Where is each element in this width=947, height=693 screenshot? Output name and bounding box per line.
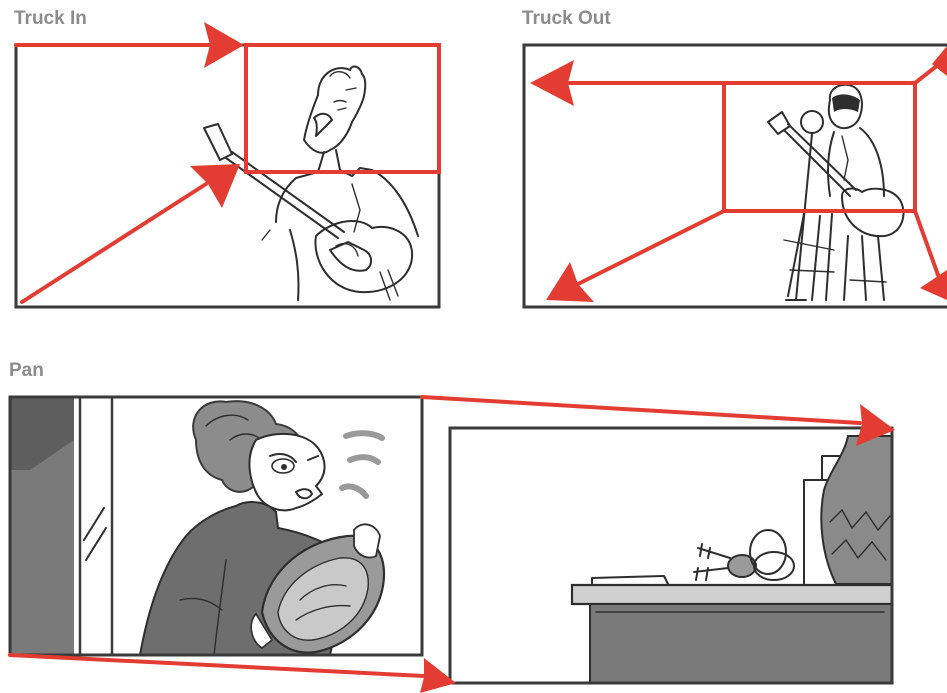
truck-in-panel: [16, 22, 439, 307]
truck-out-panel: [524, 45, 947, 307]
pan-panel: [10, 397, 895, 693]
pan-arrow-top: [422, 397, 860, 423]
truck-out-source-frame: [724, 83, 915, 211]
truck-out-singer-sketch: [768, 85, 903, 300]
truck-in-arrow-bottom: [22, 184, 206, 302]
truck-out-arrow-left-head: [530, 60, 574, 106]
truck-out-arrow-top-right-head: [932, 46, 947, 76]
truck-out-arrow-bottom-left: [578, 211, 724, 284]
truck-in-arrow-top-head: [204, 22, 244, 68]
truck-in-singer-sketch: [204, 67, 418, 300]
truck-out-arrow-bottom-left-head: [546, 262, 594, 302]
truck-in-arrow-bottom-head: [190, 164, 240, 208]
pan-arrow-bottom: [10, 655, 424, 676]
truck-out-arrow-bottom-right-head: [920, 270, 947, 300]
truck-out-arrow-bottom-right: [915, 211, 942, 286]
